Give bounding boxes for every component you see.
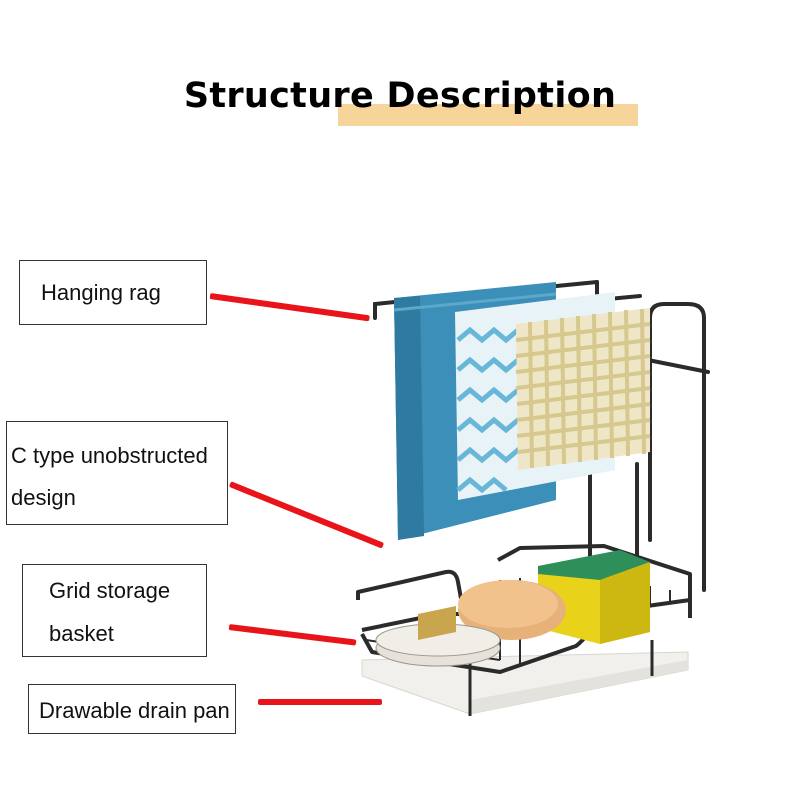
label-hanging-rag: Hanging rag (19, 260, 207, 325)
label-grid-line1: Grid storage (49, 578, 171, 603)
label-grid-line2: basket (49, 621, 114, 646)
label-c-type-design: C type unobstructed design (6, 421, 228, 525)
label-hanging-rag-text: Hanging rag (41, 280, 161, 305)
label-drain-pan: Drawable drain pan (28, 684, 236, 734)
label-grid-basket: Grid storage basket (22, 564, 207, 657)
leader-line-drain-pan (258, 699, 382, 705)
label-c-type-line1: C type unobstructed (11, 443, 208, 468)
page-title: Structure Description (183, 76, 617, 116)
title-area: Structure Description (0, 76, 800, 136)
label-c-type-line2: design (11, 485, 76, 510)
plaid-towel (515, 308, 651, 470)
label-drain-pan-text: Drawable drain pan (39, 698, 230, 723)
scrub-brush (458, 580, 566, 640)
drain-pan (361, 651, 689, 715)
sponge-green-yellow (538, 550, 650, 644)
dish-sponges (375, 606, 501, 667)
title-highlight-bar (338, 104, 638, 126)
